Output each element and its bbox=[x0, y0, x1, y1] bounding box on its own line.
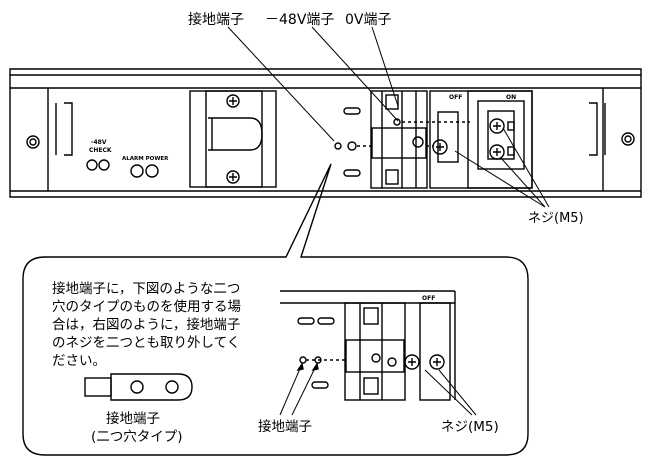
detail-screw-m5-1 bbox=[404, 354, 420, 370]
note-line: のネジを二つとも取り外してく bbox=[52, 335, 240, 351]
note-line: 合は，右図のように，接地端子 bbox=[52, 316, 240, 333]
lug-caption-2: (二つ穴タイプ) bbox=[91, 429, 183, 445]
two-hole-lug bbox=[84, 373, 193, 401]
detail-screw-m5: ネジ(M5) bbox=[441, 419, 499, 435]
callout-minus48v-terminal: －48V端子 bbox=[265, 12, 334, 28]
detail-screw-m5-2 bbox=[429, 354, 445, 370]
mount-screw-left bbox=[26, 135, 40, 149]
detail-ground-terminal: 接地端子 bbox=[258, 418, 312, 435]
note-bubble bbox=[22, 163, 529, 456]
note-line: 穴のタイプのものを使用する場 bbox=[52, 298, 241, 315]
callout-screw-m5: ネジ(M5) bbox=[528, 211, 584, 226]
note-line: ださい。 bbox=[52, 353, 106, 369]
check-jack-plus bbox=[86, 159, 98, 171]
on-label: ON bbox=[506, 94, 516, 101]
screw-m5-upper bbox=[432, 139, 448, 155]
lug-caption-1: 接地端子 bbox=[106, 410, 160, 427]
alarm-lamp bbox=[130, 164, 144, 178]
ground-hole-1 bbox=[334, 142, 342, 150]
equipment-panel bbox=[9, 68, 642, 198]
alarm-power-label: ALARM POWER bbox=[122, 156, 169, 162]
mount-screw-right bbox=[621, 132, 635, 146]
callout-leaders-top bbox=[227, 26, 550, 208]
callout-ground-terminal: 接地端子 bbox=[188, 11, 244, 28]
note-text: 接地端子に，下図のような二つ 穴のタイプのものを使用する場 合は，右図のように，… bbox=[52, 280, 241, 369]
note-line: 接地端子に，下図のような二つ bbox=[52, 280, 240, 297]
check-label: -48V bbox=[91, 139, 107, 146]
power-lamp bbox=[145, 164, 159, 178]
terminal-block bbox=[370, 90, 448, 189]
detail-view bbox=[279, 290, 477, 416]
check-label-2: CHECK bbox=[89, 147, 112, 154]
ground-hole-2 bbox=[347, 141, 357, 151]
power-switch-panel bbox=[429, 90, 533, 189]
breaker-block bbox=[189, 90, 277, 188]
handle-left bbox=[55, 102, 73, 156]
check-jack-minus bbox=[98, 159, 110, 171]
detail-ground-hole-1 bbox=[299, 356, 307, 364]
detail-off-label: OFF bbox=[422, 295, 435, 302]
callout-0v-terminal: 0V端子 bbox=[345, 12, 391, 28]
off-label: OFF bbox=[449, 94, 462, 101]
handle-right bbox=[589, 102, 606, 156]
